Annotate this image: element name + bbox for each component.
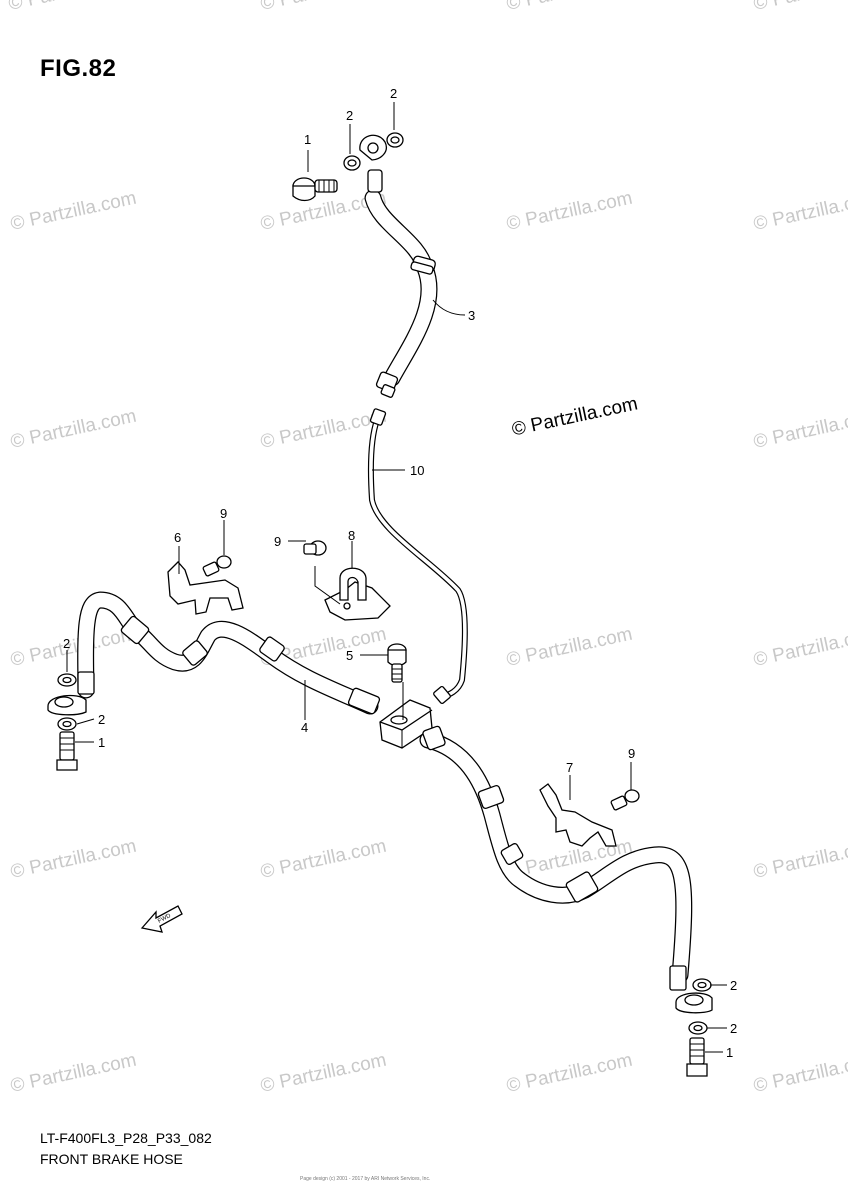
watermark: © Partzilla.com: [752, 624, 848, 671]
top-washer-b-hole: [390, 136, 400, 144]
callout-5: 5: [346, 648, 353, 663]
watermark: © Partzilla.com: [259, 1050, 389, 1097]
callout-7: 7: [566, 760, 573, 775]
callout-2-right-a: 2: [730, 978, 737, 993]
right-washer-b-hole: [693, 1024, 703, 1032]
watermark: © Partzilla.com: [9, 1050, 139, 1097]
brake-pipe[interactable]: [367, 408, 468, 705]
right-brake-hose[interactable]: [419, 725, 693, 991]
clamp-8-bolt[interactable]: [303, 540, 327, 556]
callout-2-top-b: 2: [390, 86, 397, 101]
top-union-bolt[interactable]: [292, 177, 338, 202]
figure-title: FIG.82: [40, 55, 117, 82]
callout-2-top-a: 2: [346, 108, 353, 123]
callout-9-c: 9: [628, 746, 635, 761]
callout-6: 6: [174, 530, 181, 545]
leader-lines: [66, 102, 727, 1053]
watermark: © Partzilla.com: [259, 0, 389, 15]
callout-9-b: 9: [274, 534, 281, 549]
watermark: © Partzilla.com: [752, 0, 848, 15]
bracket-6-bolt[interactable]: [202, 555, 232, 577]
callout-1-top: 1: [304, 132, 311, 147]
watermark: © Partzilla.com: [9, 406, 139, 453]
forward-arrow-icon: FWD: [140, 905, 183, 933]
callouts: 1 2 2 3 10 6 9 9 8 5 4 2 2 1 7 9 2 2 1: [63, 86, 737, 1060]
watermark: © Partzilla.com: [259, 406, 389, 453]
callout-9-a: 9: [220, 506, 227, 521]
watermark: © Partzilla.com: [752, 1050, 848, 1097]
bracket-7-bolt[interactable]: [610, 789, 640, 811]
clamp-8[interactable]: [324, 567, 391, 621]
watermark: © Partzilla.com: [752, 406, 848, 453]
footer-credit: Page design (c) 2001 - 2017 by ARI Netwo…: [300, 1176, 431, 1182]
watermark: © Partzilla.com: [7, 0, 137, 15]
callout-8: 8: [348, 528, 355, 543]
upper-brake-hose[interactable]: [359, 134, 438, 398]
watermark-grid: © Partzilla.com © Partzilla.com © Partzi…: [7, 0, 848, 1097]
bracket-7[interactable]: [539, 783, 617, 847]
figure-code: LT-F400FL3_P28_P33_082: [40, 1130, 212, 1146]
bolt-5[interactable]: [387, 643, 407, 683]
top-washer-a-hole: [347, 159, 357, 167]
watermark: © Partzilla.com: [259, 836, 389, 883]
left-union-eye[interactable]: [47, 694, 87, 716]
watermark: © Partzilla.com: [505, 0, 635, 15]
figure-name: FRONT BRAKE HOSE: [40, 1151, 183, 1167]
callout-2-left-b: 2: [98, 712, 105, 727]
watermark: © Partzilla.com: [505, 624, 635, 671]
right-union-eye[interactable]: [675, 992, 713, 1014]
watermark: © Partzilla.com: [752, 188, 848, 235]
right-union-bolt[interactable]: [686, 1037, 708, 1077]
callout-2-right-b: 2: [730, 1021, 737, 1036]
watermark: © Partzilla.com: [9, 188, 139, 235]
left-washer-a-hole: [62, 676, 72, 684]
callout-2-left-a: 2: [63, 636, 70, 651]
callout-1-right: 1: [726, 1045, 733, 1060]
left-brake-hose[interactable]: [77, 591, 381, 715]
callout-4: 4: [301, 720, 308, 735]
watermark: © Partzilla.com: [9, 624, 139, 671]
bracket-6[interactable]: [167, 561, 244, 615]
left-washer-b-hole: [62, 720, 72, 728]
callout-1-left: 1: [98, 735, 105, 750]
watermark: © Partzilla.com: [752, 836, 848, 883]
watermark: © Partzilla.com: [505, 188, 635, 235]
watermark: © Partzilla.com: [505, 1050, 635, 1097]
brake-hose-joint[interactable]: [379, 699, 433, 749]
callout-10: 10: [410, 463, 424, 478]
right-washer-a-hole: [697, 981, 707, 989]
callout-3: 3: [468, 308, 475, 323]
left-union-bolt[interactable]: [56, 731, 78, 771]
watermark: © Partzilla.com: [9, 836, 139, 883]
